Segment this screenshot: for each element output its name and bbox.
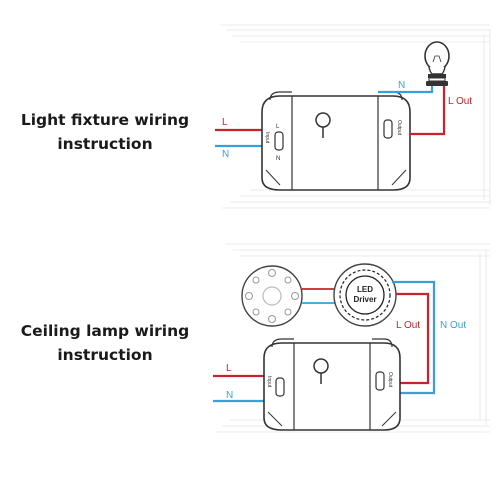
neutral-lamp-label: N: [398, 80, 405, 91]
caption-line-2: instruction: [57, 346, 153, 364]
input-terminal: [274, 131, 284, 151]
output-label: Output: [387, 372, 393, 388]
input-label: Input: [266, 376, 272, 388]
light-fixture-diagram: L N Input L N Output L Out: [215, 24, 491, 209]
output-terminal: [375, 371, 385, 391]
live-output-wire: [392, 292, 430, 385]
neutral-input-label: N: [222, 149, 229, 160]
input-terminal: [275, 377, 285, 397]
live-output-wire: [410, 86, 446, 136]
output-terminal: [383, 119, 393, 139]
driver-label-line-1: LED: [357, 285, 373, 294]
output-label: Output: [396, 120, 402, 136]
neutral-output-label: N Out: [440, 320, 466, 331]
ceiling-lamp-caption: Ceiling lamp wiring instruction: [0, 319, 210, 367]
led-driver: LED Driver: [333, 263, 397, 327]
driver-label-line-2: Driver: [353, 295, 376, 304]
light-bulb-icon: [424, 41, 450, 86]
input-label: Input: [264, 132, 270, 144]
smart-switch-module: Input Output: [263, 338, 401, 431]
smart-switch-module: Input L N Output: [261, 91, 411, 191]
live-output-label: L Out: [448, 96, 472, 107]
live-terminal-label: L: [276, 124, 280, 130]
neutral-terminal-label: N: [276, 156, 280, 162]
live-input-label: L: [226, 363, 232, 374]
live-input-label: L: [222, 117, 228, 128]
caption-line-1: Light fixture wiring: [20, 111, 190, 129]
neutral-output-wire: [392, 280, 436, 395]
neutral-input-label: N: [226, 390, 233, 401]
ceiling-lamp-diagram: LED Driver L Out N Out L N Input Output: [213, 243, 490, 433]
neutral-lamp-wire: [378, 86, 434, 94]
live-output-label: L Out: [396, 320, 420, 331]
light-fixture-caption: Light fixture wiring instruction: [0, 108, 210, 156]
caption-line-1: Ceiling lamp wiring: [20, 322, 190, 340]
caption-line-2: instruction: [57, 135, 153, 153]
ceiling-fixture-base: [241, 265, 303, 327]
